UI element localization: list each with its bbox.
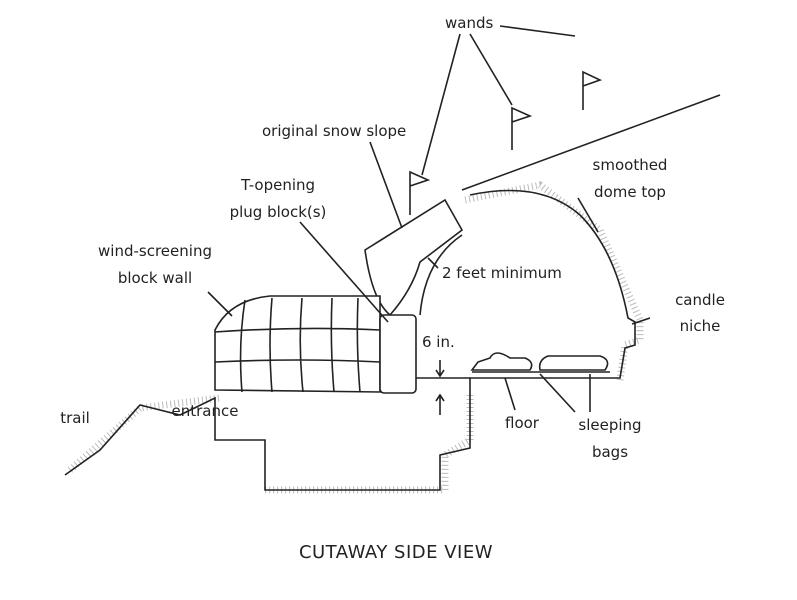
label-wands: wands [445, 14, 493, 32]
label-block-wall: block wall [118, 269, 192, 287]
label-floor: floor [505, 414, 540, 432]
ground-profile [64, 189, 636, 491]
wind-screening-block-wall [214, 295, 381, 393]
label-smoothed: smoothed [593, 156, 668, 174]
plug-block [379, 314, 417, 394]
label-original-snow-slope: original snow slope [262, 122, 406, 140]
dome-inner [419, 234, 463, 316]
label-niche: niche [680, 317, 721, 335]
snow-slope-line [461, 94, 721, 191]
label-trail: trail [60, 409, 90, 427]
wands [409, 70, 603, 215]
label-plug-blocks: plug block(s) [230, 203, 327, 221]
label-wind-screening: wind-screening [98, 242, 212, 260]
label-6-in: 6 in. [422, 333, 455, 351]
snow-shading [67, 181, 644, 494]
label-dome-top: dome top [594, 183, 666, 201]
label-bags: bags [592, 443, 628, 461]
label-sleeping: sleeping [578, 416, 641, 434]
label-candle: candle [675, 291, 725, 309]
label-t-opening: T-opening [240, 176, 315, 194]
leader-lines [207, 25, 651, 413]
label-entrance: entrance [172, 402, 239, 420]
six-inch-marker [416, 360, 470, 415]
diagram-title: CUTAWAY SIDE VIEW [299, 542, 493, 563]
label-2-feet-minimum: 2 feet minimum [442, 264, 562, 282]
sleeping-bags [470, 352, 610, 373]
